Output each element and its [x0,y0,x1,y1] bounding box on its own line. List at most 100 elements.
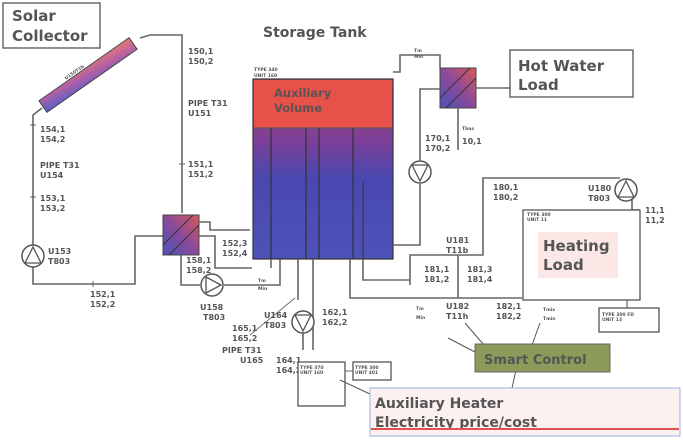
pipe-hx-tank-supply [199,221,250,231]
label-tin: Tm [414,48,422,54]
label-158-1: 158,1 [186,256,212,265]
label-u164: U164 [264,311,288,320]
label-u181: U181 [446,236,470,245]
svg-text:TYPE 300: TYPE 300 [355,365,379,371]
label-154-2: 154,2 [40,135,65,144]
label-10-1: 10,1 [462,137,482,146]
label-162-2: 162,2 [322,318,347,327]
label-154-1: 154,1 [40,125,66,134]
auxiliary-heater-box: Auxiliary Heater Electricity price/cost [369,387,681,437]
control-arrows [339,322,541,396]
label-t803-u164: T803 [264,321,286,330]
label-pipe-u154-a: PIPE T31 [40,161,80,170]
pump-u180-icon [614,178,638,202]
dhw-heat-exchanger [439,67,477,109]
label-165-2: 165,2 [232,334,257,343]
svg-text:TYPE 300 FD: TYPE 300 FD [602,312,634,318]
label-tm: Tm [258,278,266,284]
svg-text:TYPE 300: TYPE 300 [527,212,551,218]
label-152-3: 152,3 [222,239,247,248]
label-min: Min [258,286,267,292]
aux-volume-label-2: Volume [274,101,322,115]
svg-text:UNIT 401: UNIT 401 [355,370,378,376]
pipe-tank-heating-bottom [349,259,522,299]
label-153-1: 153,1 [40,194,66,203]
smart-control-box: Smart Control [474,343,611,373]
storage-tank-title: Storage Tank [263,25,367,41]
label-t11b: T11b [446,246,469,255]
label-u158: U158 [200,303,224,312]
label-t803-u180: T803 [588,194,610,203]
label-11-2: 11,2 [645,216,665,225]
solar-collector-label-1: Solar [12,7,56,25]
label-153-2: 153,2 [40,204,65,213]
label-u182: U182 [446,302,469,311]
tank-type-label: TYPE 340 [254,67,278,73]
label-150-1: 150,1 [188,47,214,56]
pipe-hx-tank-return [199,235,252,269]
label-181-4: 181,4 [467,275,493,284]
pump-dhw-icon [408,160,432,184]
svg-text:UNIT 160: UNIT 160 [300,370,323,376]
label-152-1: 152,1 [90,290,116,299]
pump-u164-icon [291,310,315,334]
label-182-2: 182,2 [496,312,521,321]
pump-u158-icon [200,273,224,297]
smart-control-label: Smart Control [484,353,587,368]
label-152-4: 152,4 [222,249,248,258]
label-181-1: 181,1 [424,265,450,274]
label-181-3: 181,3 [467,265,492,274]
label-t11h: T11h [446,312,469,321]
hot-water-load-label-1: Hot Water [518,57,605,75]
label-tmin: Tmin [543,316,556,322]
label-min2: Min [416,315,425,321]
pipe-tank-heating-mid [362,259,410,281]
svg-text:UNIT 13: UNIT 13 [602,317,622,323]
pipe-tank-dhw-hx [393,54,441,73]
solar-collector-label-2: Collector [12,27,88,45]
label-164-2: 164,2 [276,366,301,375]
label-165-1: 165,1 [232,324,258,333]
aux-heater-unit: TYPE 370 UNIT 160 TYPE 300 UNIT 401 [297,361,392,407]
label-170-1: 170,1 [425,134,451,143]
pipe-solar-loop-bottom [32,235,163,285]
label-pipe-u151-b: U151 [188,109,212,118]
auxiliary-heater-label: Auxiliary Heater [375,396,503,412]
pipe-heating-supply [409,177,620,285]
label-t803-u158: T803 [203,313,225,322]
label-180-2: 180,2 [493,193,518,202]
heating-load-label-2: Load [543,256,584,274]
svg-text:UNIT 11: UNIT 11 [527,217,547,223]
pump-u153-icon [21,244,45,268]
label-151-2: 151,2 [188,170,213,179]
solar-collector-title: Solar Collector [2,2,101,49]
pipe-hx-pump [180,255,200,286]
svg-text:TYPE 370: TYPE 370 [300,365,324,371]
storage-tank [252,78,394,260]
label-180-1: 180,1 [493,183,519,192]
label-pipe-u151-a: PIPE T31 [188,99,228,108]
aux-volume-label-1: Auxiliary [274,86,332,100]
tank-unit-label: UNIT 160 [254,73,277,79]
label-tbas: Tbas [462,126,474,132]
auxiliary-volume [254,80,392,128]
label-151-1: 151,1 [188,160,214,169]
label-182-1: 182,1 [496,302,522,311]
label-11-1: 11,1 [645,206,665,215]
label-t803-u153: T803 [48,257,70,266]
label-pipe-u165-b: U165 [240,356,264,365]
label-164-1: 164,1 [276,356,302,365]
heating-load: TYPE 300 UNIT 11 Heating Load TYPE 300 F… [522,209,660,333]
label-158-2: 158,2 [186,266,211,275]
label-152-2: 152,2 [90,300,115,309]
label-150-2: 150,2 [188,57,213,66]
pipe-collector-return [32,107,43,246]
label-162-1: 162,1 [322,308,348,317]
label-170-2: 170,2 [425,144,450,153]
electricity-price-label: Electricity price/cost [375,415,537,431]
label-tmix: Tmix [543,307,555,313]
hot-water-load-label-2: Load [518,76,559,94]
label-u153: U153 [48,247,71,256]
label-tin-min: Min [414,54,423,60]
